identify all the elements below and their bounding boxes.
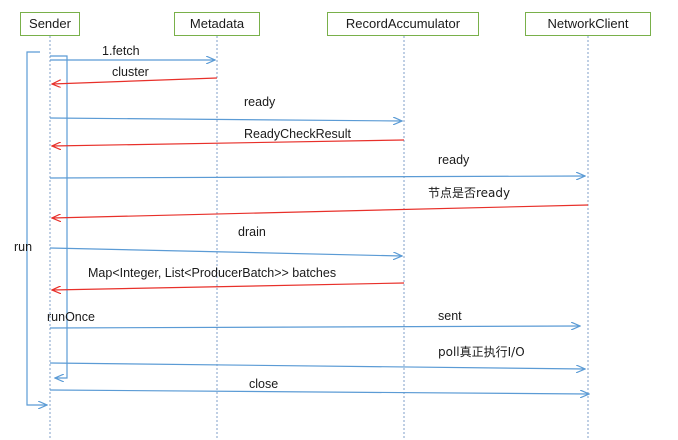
msg-batches-arrow (52, 282, 405, 290)
msg-fetch-label: 1.fetch (102, 44, 140, 58)
msg-cluster-arrow (52, 77, 218, 84)
runonce-loop-bracket (50, 55, 68, 378)
msg-readycheck-arrow (52, 139, 405, 146)
msg-ready2-arrow (49, 176, 585, 178)
msg-ready1-arrow (49, 118, 402, 121)
msg-ready2-label: ready (438, 153, 470, 167)
msg-batches-label: Map<Integer, List<ProducerBatch>> batche… (88, 266, 337, 280)
participant-network-client: NetworkClient (525, 12, 651, 36)
msg-ready1-label: ready (244, 95, 276, 109)
participant-record-accumulator: RecordAccumulator (327, 12, 479, 36)
participant-sender: Sender (20, 12, 80, 36)
msg-sent-arrow (49, 326, 580, 328)
msg-cluster-label: cluster (112, 65, 149, 79)
msg-readycheck-label: ReadyCheckResult (244, 127, 351, 141)
msg-drain-label: drain (238, 225, 266, 239)
msg-close-label: close (249, 377, 279, 391)
msg-close-arrow (49, 389, 589, 394)
msg-drain-arrow (49, 247, 402, 256)
msg-poll-label: poll真正执行I/O (438, 345, 525, 359)
msg-poll-arrow (49, 362, 585, 369)
run-loop-bracket (26, 51, 47, 405)
participant-metadata: Metadata (174, 12, 260, 36)
runonce-loop-label: runOnce (47, 310, 95, 324)
msg-nodeready-label: 节点是否ready (428, 186, 511, 200)
msg-nodeready-arrow (52, 204, 589, 218)
msg-sent-label: sent (438, 309, 462, 323)
run-loop-label: run (14, 240, 33, 254)
